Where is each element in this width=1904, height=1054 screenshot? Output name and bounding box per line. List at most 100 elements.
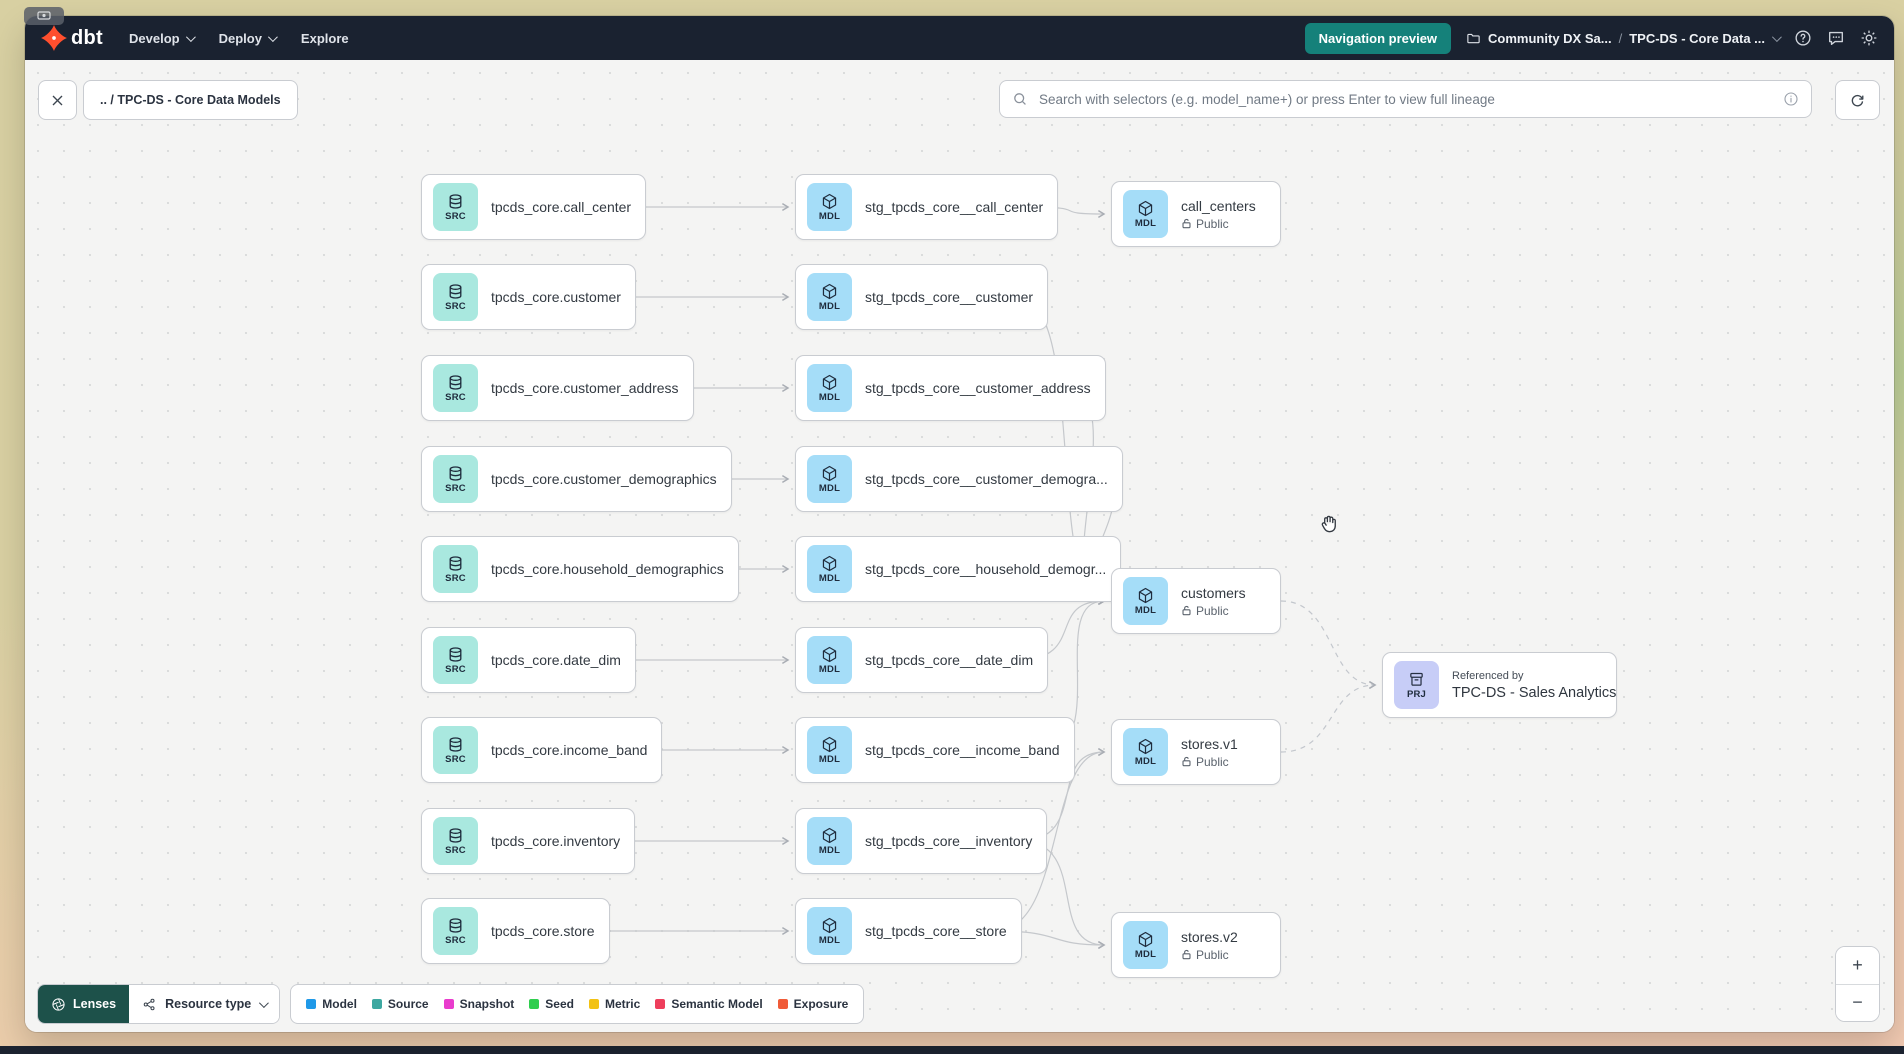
database-icon	[449, 374, 462, 390]
src-badge: SRC	[433, 817, 478, 865]
model-cube-icon	[822, 555, 837, 571]
legend-swatch	[529, 999, 540, 1009]
node-label: TPC-DS - Sales Analytics	[1452, 684, 1617, 701]
project-node-TPC-DS - Sales Analytics[interactable]: PRJReferenced by TPC-DS - Sales Analytic…	[1382, 652, 1618, 718]
legend-swatch	[306, 999, 317, 1009]
nav-item-explore[interactable]: Explore	[300, 30, 349, 46]
search-input[interactable]	[1037, 90, 1774, 108]
model-cube-icon	[1138, 738, 1153, 754]
model-cube-icon	[822, 374, 837, 390]
lineage-search	[999, 80, 1812, 118]
settings-gear-icon[interactable]	[1860, 29, 1878, 47]
dbt-logo[interactable]: dbt	[41, 25, 103, 51]
node-label: stg_tpcds_core__call_center	[865, 199, 1044, 215]
model-cube-icon	[822, 283, 837, 299]
database-icon	[449, 465, 462, 481]
model-node-stg_tpcds_core__customer_demogra...[interactable]: MDL stg_tpcds_core__customer_demogra...	[795, 446, 1123, 512]
legend-swatch	[371, 999, 382, 1009]
lineage-breadcrumb[interactable]: .. / TPC-DS - Core Data Models	[83, 80, 298, 120]
resource-type-button[interactable]: Resource type	[129, 985, 280, 1023]
feedback-icon[interactable]	[1827, 29, 1845, 47]
screen-capture-widget[interactable]	[24, 7, 64, 25]
database-icon	[449, 283, 462, 299]
node-label: tpcds_core.customer_address	[491, 380, 679, 396]
model-node-stg_tpcds_core__customer[interactable]: MDL stg_tpcds_core__customer	[795, 264, 1049, 330]
close-lineage-button[interactable]	[38, 80, 77, 120]
lock-open-icon	[1182, 756, 1191, 767]
src-badge: SRC	[433, 183, 478, 231]
src-badge: SRC	[433, 545, 478, 593]
nav-item-develop[interactable]: Develop	[129, 31, 196, 46]
project-box-icon	[1410, 672, 1423, 686]
mdl-badge: MDL	[807, 364, 852, 412]
model-cube-icon	[822, 193, 837, 209]
source-node-tpcds_core.call_center[interactable]: SRC tpcds_core.call_center	[421, 174, 647, 240]
model-cube-icon	[1138, 200, 1153, 216]
node-label: tpcds_core.call_center	[491, 199, 632, 215]
model-cube-icon	[822, 646, 837, 662]
chevron-down-icon[interactable]	[1771, 31, 1782, 42]
project-name[interactable]: TPC-DS - Core Data ...	[1629, 30, 1765, 46]
node-label: stores.v2	[1181, 928, 1238, 945]
database-icon	[449, 646, 462, 662]
mdl-badge: MDL	[1123, 728, 1168, 776]
node-label: stg_tpcds_core__customer_demogra...	[865, 471, 1108, 487]
model-node-stores.v1[interactable]: MDL stores.v1 Public	[1111, 719, 1281, 785]
src-badge: SRC	[433, 273, 478, 321]
resource-type-icon	[143, 998, 155, 1010]
database-icon	[449, 193, 462, 209]
close-icon	[52, 95, 63, 105]
model-cube-icon	[1138, 587, 1153, 603]
breadcrumb-separator: /	[1618, 30, 1623, 46]
model-cube-icon	[822, 736, 837, 752]
legend-item-model: Model	[306, 997, 357, 1011]
zoom-out-button[interactable]: −	[1836, 984, 1879, 1021]
mdl-badge: MDL	[807, 273, 852, 321]
zoom-in-button[interactable]: +	[1836, 947, 1879, 985]
mdl-badge: MDL	[807, 636, 852, 684]
mdl-badge: MDL	[1123, 921, 1168, 969]
account-name[interactable]: Community DX Sa...	[1488, 30, 1612, 46]
node-label: stores.v1	[1181, 735, 1238, 752]
lenses-button[interactable]: Lenses	[38, 985, 130, 1023]
model-cube-icon	[1138, 931, 1153, 947]
refresh-lineage-button[interactable]	[1835, 80, 1880, 120]
help-icon[interactable]	[1794, 29, 1812, 47]
legend-swatch	[443, 999, 454, 1009]
mdl-badge: MDL	[1123, 190, 1168, 238]
lens-controls: Lenses Resource type	[37, 984, 281, 1024]
info-icon[interactable]	[1783, 91, 1799, 107]
nav-item-deploy[interactable]: Deploy	[219, 31, 278, 46]
mdl-badge: MDL	[807, 545, 852, 593]
zoom-controls: + −	[1835, 946, 1880, 1022]
mdl-badge: MDL	[807, 455, 852, 503]
node-label: stg_tpcds_core__income_band	[865, 742, 1060, 758]
database-icon	[449, 917, 462, 933]
access-badge: Public	[1181, 755, 1238, 769]
lens-aperture-icon	[52, 997, 65, 1011]
src-badge: SRC	[433, 455, 478, 503]
navigation-preview-button[interactable]: Navigation preview	[1304, 22, 1452, 54]
prj-badge: PRJ	[1394, 661, 1439, 709]
node-label: stg_tpcds_core__customer	[865, 289, 1034, 305]
resource-type-legend: Model Source Snapshot Seed Metric Semant…	[290, 984, 865, 1024]
